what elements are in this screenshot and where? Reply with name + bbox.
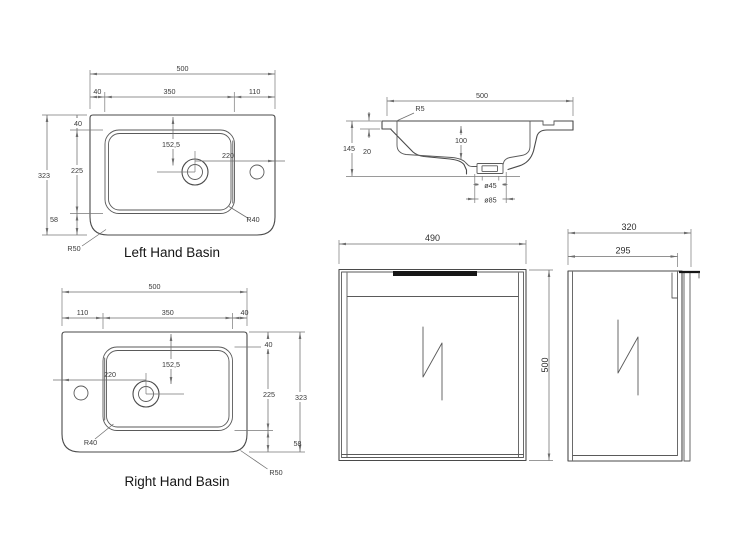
r5-leader [397, 112, 415, 121]
dim-bowl-depth: 100 [455, 136, 467, 145]
dim-tap-to-edge: 220 [104, 370, 116, 379]
right-basin-plan-view: 500 110 350 40 40 225 323 58 152,5 220 R… [53, 282, 309, 489]
cabinet-outline [338, 268, 527, 462]
dim-cabinet-width: 490 [425, 233, 440, 243]
left-basin-plan-view: 500 40 350 110 323 40 225 58 152,5 220 R… [36, 64, 285, 260]
bowl-outer-edge [102, 346, 233, 431]
dim-rim-bottom: 58 [50, 215, 58, 224]
break-line-icon [422, 326, 443, 401]
carcass-outline [567, 270, 683, 462]
dim-bowl-width: 350 [162, 308, 174, 317]
basin-section-view: 500 R5 20 145 100 ø45 ø85 [340, 91, 574, 205]
dimension-lines [567, 229, 692, 267]
dim-depth-carcass: 295 [615, 246, 630, 256]
dim-depth-overall: 320 [621, 222, 636, 232]
left-lip [381, 120, 392, 130]
dim-deck-width: 110 [77, 308, 88, 317]
break-line-icon [617, 319, 639, 396]
tap-centerline [145, 373, 184, 395]
label-bowl-radius: R40 [84, 438, 97, 447]
dimension-lines [338, 240, 553, 461]
dim-rim-thickness: 20 [363, 147, 371, 156]
tap-centerline [157, 151, 196, 173]
bowl-outer-edge [104, 129, 235, 214]
dim-total-height: 323 [295, 393, 307, 402]
dim-section-height: 145 [343, 144, 355, 153]
dim-cabinet-height: 500 [540, 357, 550, 372]
underside-outer-left [390, 128, 468, 175]
label-corner-radius: R50 [269, 468, 282, 477]
dimension-lines [340, 97, 574, 205]
label-corner-radius: R50 [67, 244, 80, 253]
dim-tap-offset: 152,5 [162, 360, 180, 369]
dim-top-left: 40 [93, 87, 101, 96]
hinge-pocket [671, 272, 678, 299]
dim-total-width: 500 [177, 64, 189, 73]
cabinet-side-view: 320 295 [567, 222, 700, 462]
r40-leader [94, 423, 114, 440]
tap-hole-notch [542, 120, 555, 126]
basin-outline [89, 114, 276, 236]
dim-waste-inner: ø45 [484, 181, 496, 190]
r50-leader [81, 229, 107, 247]
overflow-hole [249, 164, 265, 180]
bowl-inner-edge [108, 133, 232, 211]
dim-top-right: 40 [241, 308, 249, 317]
handle-recess [393, 271, 477, 276]
dim-total-height: 323 [38, 171, 50, 180]
dim-bowl-height: 225 [71, 166, 83, 175]
dim-rim-top: 40 [74, 119, 82, 128]
bowl-inner-edge [106, 350, 230, 428]
dimension-lines [36, 70, 285, 247]
label-bowl-radius: R40 [246, 215, 259, 224]
waste-outlet-inner [481, 165, 498, 172]
waste-outlet-outer [476, 163, 504, 174]
right-basin-title: Right Hand Basin [124, 474, 229, 489]
dim-bowl-width: 350 [164, 87, 176, 96]
door-panel [683, 271, 691, 462]
r50-leader [240, 450, 268, 470]
overflow-hole [73, 385, 89, 401]
underside-outer-right [507, 129, 574, 171]
dim-rim-bottom: 58 [294, 439, 302, 448]
dim-rim-top: 40 [265, 340, 273, 349]
dimension-lines [53, 288, 309, 470]
bowl-interior-right [502, 120, 531, 165]
dim-tap-to-edge: 220 [222, 151, 234, 160]
dim-waste-outer: ø85 [484, 196, 496, 205]
dim-section-width: 500 [476, 91, 488, 100]
dim-total-width: 500 [149, 282, 161, 291]
cabinet-inner-frame [341, 271, 524, 458]
dim-bowl-height: 225 [263, 390, 275, 399]
basin-outline [61, 331, 248, 453]
r40-leader [228, 206, 249, 219]
cabinet-front-view: 490 500 [338, 233, 553, 462]
left-basin-title: Left Hand Basin [124, 245, 220, 260]
label-edge-radius: R5 [415, 104, 424, 113]
dim-deck-width: 110 [249, 87, 260, 96]
dim-tap-offset: 152,5 [162, 140, 180, 149]
